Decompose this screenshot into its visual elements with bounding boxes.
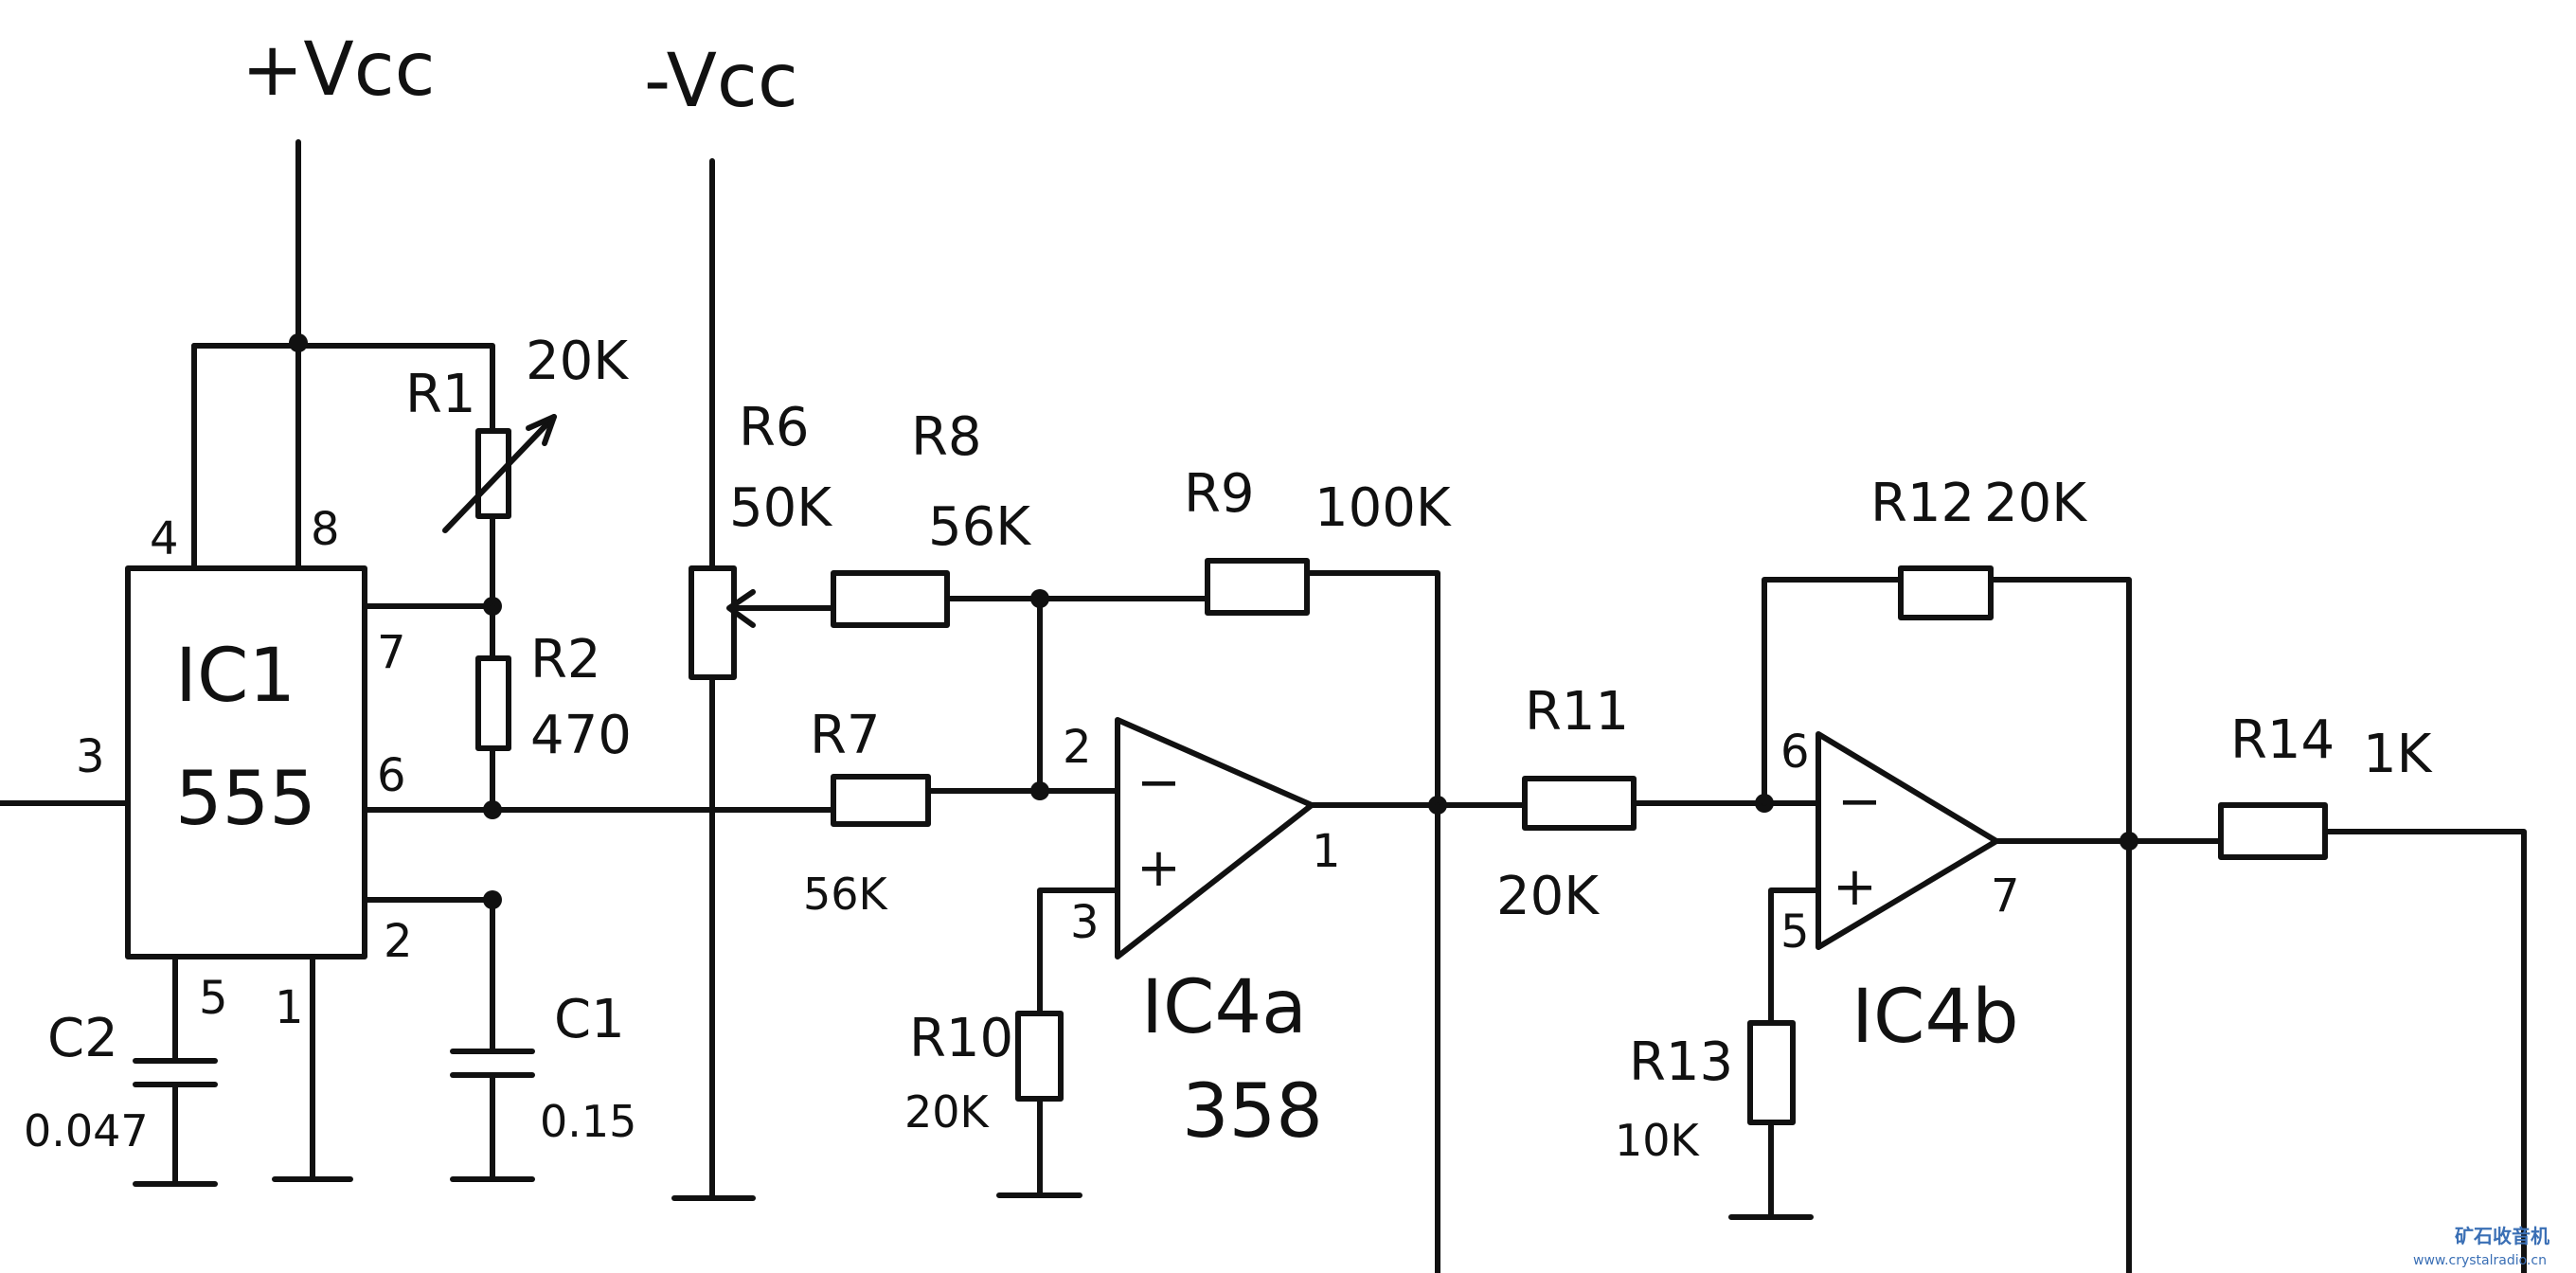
ic1-pin-7: 7 [377,626,406,679]
c1-capacitor: C1 0.15 [450,897,636,1182]
r7-value: 56K [803,869,889,920]
r6-wiper [726,589,836,628]
vcc-positive-rail: +Vcc [191,27,495,571]
ic1-part: 555 [175,757,316,842]
c2-value: 0.047 [24,1105,149,1156]
r13-resistor: R13 10K [1615,888,1821,1220]
c2-capacitor: C2 0.047 [24,954,218,1187]
r11-value: 20K [1496,866,1600,927]
r6-value: 50K [729,477,832,539]
ic4b-minus: − [1837,771,1882,833]
ic4b-plus: + [1833,856,1877,918]
r9-ref: R9 [1184,463,1255,525]
r1-ref: R1 [405,364,476,425]
r7-ref: R7 [810,705,881,766]
r6-ref: R6 [739,397,810,458]
c1-ref: C1 [554,989,625,1050]
r10-resistor: R10 20K [904,888,1120,1198]
ic1-pin-5: 5 [199,972,228,1025]
ic4b-pin-7: 7 [1991,870,2020,923]
ic4a-plus: + [1136,837,1181,899]
ic4b-ref: IC4b [1852,975,2019,1060]
r14-value: 1K [2363,724,2433,785]
junction-dot [289,333,308,352]
c2-ref: C2 [47,1008,118,1069]
ic1-ground [272,954,353,1182]
r2-resistor: R2 470 [475,603,632,813]
r9-resistor: R9 100K [1184,463,1452,813]
r10-ref: R10 [909,1008,1013,1069]
ic1-pin-2: 2 [384,915,413,968]
watermark: 矿石收音机 www.crystalradio.cn [2413,1225,2549,1268]
ic4b-pin-6: 6 [1780,726,1810,779]
ic1-pin-6: 6 [377,749,406,802]
c1-value: 0.15 [540,1096,636,1147]
ic1-555-timer: IC1 555 4 8 7 6 3 2 5 1 [76,503,413,1034]
ic4a-part: 358 [1182,1069,1323,1155]
ic4b-pin-5: 5 [1780,905,1810,959]
ic4a-pin-3: 3 [1070,896,1100,949]
r10-value: 20K [904,1086,991,1138]
r13-ref: R13 [1629,1031,1733,1093]
ic1-pin-3: 3 [76,730,105,783]
r8-ref: R8 [911,406,982,468]
r12-resistor: R12 20K [1762,473,2132,844]
ic1-pin-1: 1 [275,981,304,1034]
r7-resistor: R7 56K [803,705,1120,920]
watermark-url: www.crystalradio.cn [2413,1253,2547,1268]
ic4a-ref: IC4a [1141,965,1307,1050]
r1-value: 20K [526,331,629,392]
ic4b-opamp: − + 6 5 7 IC4b [1780,726,2020,1060]
r8-resistor: R8 56K [831,406,1210,628]
ic4a-pin-2: 2 [1063,721,1092,774]
r8-value: 56K [928,496,1031,558]
r14-ref: R14 [2230,709,2334,771]
watermark-title: 矿石收音机 [2455,1225,2549,1247]
r2-ref: R2 [530,629,601,690]
r11-ref: R11 [1525,681,1629,743]
r1-variable-resistor: R1 20K [405,331,629,609]
ic1-ref: IC1 [175,634,295,719]
r14-resistor: R14 1K [2218,709,2527,1273]
ic1-pin-4: 4 [150,512,179,565]
vcc-positive-label: +Vcc [242,27,435,113]
r13-value: 10K [1615,1115,1701,1166]
ic4a-opamp: − + 2 3 1 IC4a 358 [1063,717,1341,1155]
junction-dot [1030,781,1049,800]
ic4a-minus: − [1136,752,1181,814]
ic4a-pin-1: 1 [1312,825,1341,878]
vcc-negative-label: -Vcc [644,39,798,124]
r2-value: 470 [530,705,632,766]
r6-potentiometer: R6 50K [689,397,832,680]
r12-value: 20K [1984,473,2087,534]
ic1-pin-8: 8 [311,503,340,556]
r12-ref: R12 [1870,473,1975,534]
r11-resistor: R11 20K [1496,681,1821,927]
r9-value: 100K [1315,477,1452,539]
